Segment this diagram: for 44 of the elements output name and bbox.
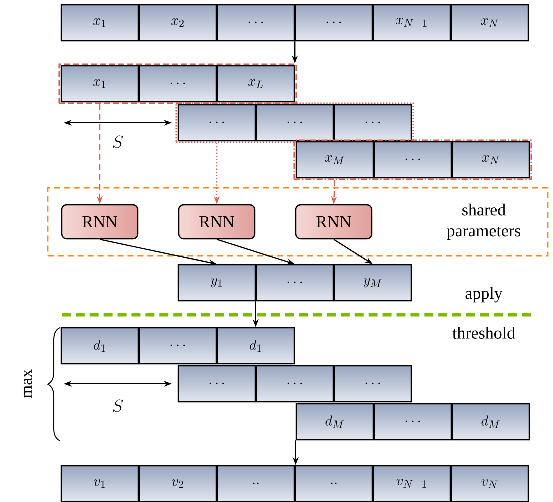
rnn-box: RNN xyxy=(178,204,256,240)
dimension-label: $S$ xyxy=(113,136,124,148)
array-cell: $v_2$ xyxy=(138,465,218,502)
array-cell: $\cdots$ xyxy=(256,365,334,403)
array-cell: $v_1$ xyxy=(60,465,140,502)
array-cell: $x_1$ xyxy=(60,65,140,103)
array-cell: $\cdots$ xyxy=(138,327,218,365)
array-cell: $d_1$ xyxy=(216,327,296,365)
array-cell: $\cdots$ xyxy=(334,104,412,142)
rnn-box: RNN xyxy=(61,204,139,240)
array-cell: $x_1$ xyxy=(60,4,140,42)
array-cell: $\cdots$ xyxy=(178,365,256,403)
array-cell: $d_M$ xyxy=(296,403,374,441)
array-cell: $x_N$ xyxy=(452,141,530,179)
array-cell: $x_{N-1}$ xyxy=(372,4,452,42)
array-cell: $\cdots$ xyxy=(216,4,296,42)
window-frame xyxy=(176,102,414,144)
array-cell: $d_1$ xyxy=(60,327,140,365)
rnn-box: RNN xyxy=(295,204,373,240)
array-cell: $v_{N-1}$ xyxy=(372,465,452,502)
annotation-text: max xyxy=(24,370,32,398)
array-cell: $\cdots$ xyxy=(178,104,256,142)
annotation-text: apply xyxy=(466,287,503,303)
array-cell: $x_M$ xyxy=(296,141,374,179)
array-cell: $\cdot\cdot$ xyxy=(216,465,296,502)
array-cell: $\cdots$ xyxy=(138,65,218,103)
array-cell: $\cdots$ xyxy=(334,365,412,403)
array-cell: $x_N$ xyxy=(450,4,530,42)
array-cell: $\cdots$ xyxy=(294,4,374,42)
dimension-label: $S$ xyxy=(113,400,124,412)
window-frame xyxy=(294,140,532,180)
array-cell: $\cdot\cdot$ xyxy=(294,465,374,502)
array-cell: $\cdots$ xyxy=(374,141,452,179)
array-cell: $d_M$ xyxy=(452,403,530,441)
array-cell: $v_N$ xyxy=(450,465,530,502)
array-cell: $x_L$ xyxy=(216,65,296,103)
array-cell: $y_M$ xyxy=(334,264,412,302)
array-cell: $x_2$ xyxy=(138,4,218,42)
array-cell: $y_1$ xyxy=(178,264,256,302)
array-cell: $\cdots$ xyxy=(256,104,334,142)
annotation-text: threshold xyxy=(452,327,516,339)
array-cell: $\cdots$ xyxy=(256,264,334,302)
window-frame xyxy=(58,64,298,104)
array-cell: $\cdots$ xyxy=(374,403,452,441)
